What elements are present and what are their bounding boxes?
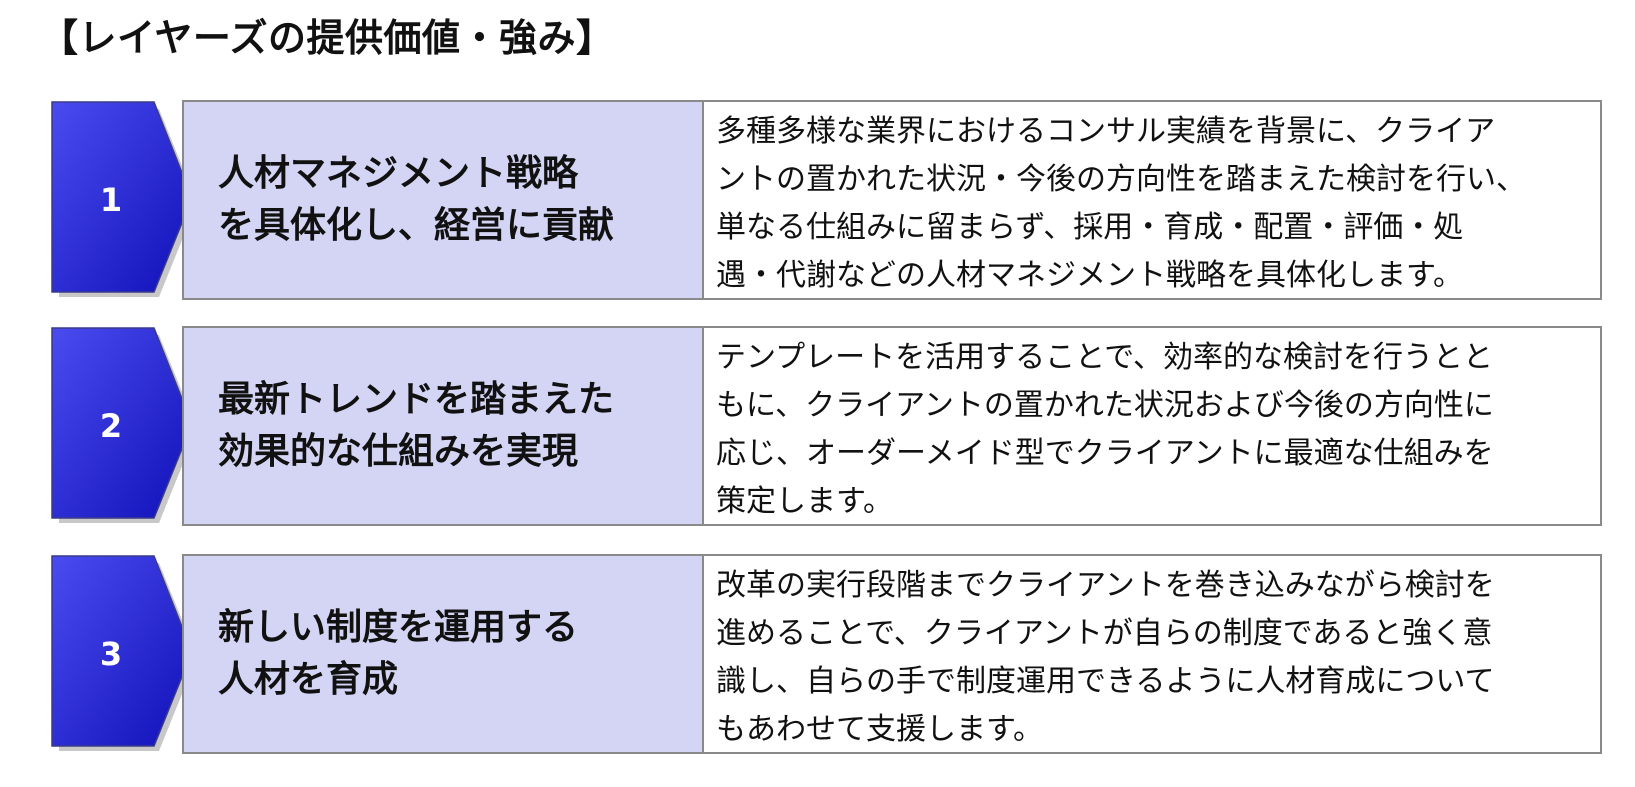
- badge-number: 1: [99, 181, 123, 219]
- description-text: 多種多様な業界におけるコンサル実績を背景に、クライア ントの置かれた状況・今後の…: [716, 114, 1526, 293]
- heading-text: 最新トレンドを踏まえた 効果的な仕組みを実現: [218, 379, 615, 472]
- badge-number: 2: [99, 407, 123, 445]
- description-text: テンプレートを活用することで、効率的な検討を行うとと もに、クライアントの置かれ…: [716, 340, 1494, 519]
- description-text: 改革の実行段階までクライアントを巻き込みながら検討を 進めることで、クライアント…: [716, 568, 1495, 747]
- chevron-arrow-icon: [51, 555, 197, 751]
- value-row-3: 3 新しい制度を運用する 人材を育成 改革の実行段階までクライアントを巻き込みな…: [0, 554, 1635, 754]
- strength-heading-1: 人材マネジメント戦略 を具体化し、経営に貢献: [182, 100, 704, 300]
- value-row-1: 1 人材マネジメント戦略 を具体化し、経営に貢献 多種多様な業界におけるコンサル…: [0, 100, 1635, 300]
- badge-number: 3: [99, 635, 123, 673]
- chevron-arrow-icon: [51, 101, 197, 297]
- number-badge-2: 2: [51, 326, 202, 526]
- strength-description-3: 改革の実行段階までクライアントを巻き込みながら検討を 進めることで、クライアント…: [702, 554, 1602, 754]
- strength-description-2: テンプレートを活用することで、効率的な検討を行うとと もに、クライアントの置かれ…: [702, 326, 1602, 526]
- strength-heading-2: 最新トレンドを踏まえた 効果的な仕組みを実現: [182, 326, 704, 526]
- number-badge-1: 1: [51, 100, 202, 300]
- strength-description-1: 多種多様な業界におけるコンサル実績を背景に、クライア ントの置かれた状況・今後の…: [702, 100, 1602, 300]
- heading-text: 人材マネジメント戦略 を具体化し、経営に貢献: [218, 153, 615, 246]
- page-title: 【レイヤーズの提供価値・強み】: [40, 16, 615, 60]
- strength-heading-3: 新しい制度を運用する 人材を育成: [182, 554, 704, 754]
- chevron-arrow-icon: [51, 327, 197, 523]
- value-row-2: 2 最新トレンドを踏まえた 効果的な仕組みを実現 テンプレートを活用することで、…: [0, 326, 1635, 526]
- heading-text: 新しい制度を運用する 人材を育成: [218, 607, 579, 700]
- number-badge-3: 3: [51, 554, 202, 754]
